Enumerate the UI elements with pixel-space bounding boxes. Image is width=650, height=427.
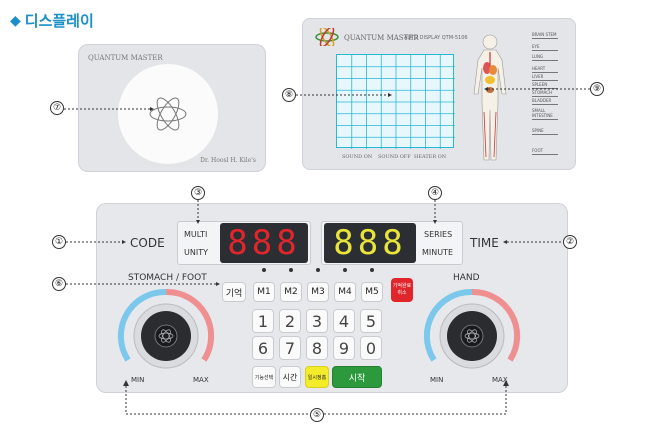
digit-7-button[interactable]: 7 (279, 336, 301, 360)
m4-button[interactable]: M4 (334, 282, 356, 302)
atom-icon (149, 97, 187, 131)
organ-label: LUNG (532, 54, 558, 61)
callout-1-arrow (66, 240, 126, 244)
atom-circle (118, 64, 218, 164)
organ-label: SMALL INTESTINE (532, 108, 558, 120)
hand-dial[interactable] (420, 284, 524, 378)
memory-cancel-line1: 기억완료 (392, 283, 412, 289)
diamond-icon: ◆ (10, 12, 21, 29)
callout-8: ⑧ (282, 88, 296, 102)
heater-on-label: HEATER ON (414, 154, 447, 160)
callout-2: ② (563, 235, 577, 249)
time-led-display: 888 (324, 223, 416, 263)
callout-3: ③ (191, 186, 205, 200)
code-led-digits: 888 (227, 223, 301, 263)
callout-5: ⑤ (310, 408, 324, 422)
digit-9-button[interactable]: 9 (333, 336, 355, 360)
time-label: TIME (470, 236, 499, 250)
m3-button[interactable]: M3 (307, 282, 329, 302)
digit-4-button[interactable]: 4 (333, 309, 355, 333)
memory-button[interactable]: 기억 (222, 282, 246, 302)
series-label: SERIES (424, 230, 453, 239)
start-button[interactable]: 시작 (332, 366, 382, 388)
digit-3-button[interactable]: 3 (306, 309, 328, 333)
organ-label: HEART (532, 66, 558, 73)
callout-6: ⑥ (52, 277, 66, 291)
callout-9: ⑨ (590, 82, 604, 96)
callout-4-arrow (433, 200, 437, 224)
digit-1-button[interactable]: 1 (252, 309, 274, 333)
organ-label: STOMACH (532, 90, 558, 97)
callout-3-arrow (196, 200, 200, 224)
callout-4: ④ (428, 186, 442, 200)
code-label: CODE (130, 236, 165, 250)
m3-indicator (316, 268, 320, 272)
multi-label: MULTI (184, 230, 208, 239)
organ-label: FOOT (532, 148, 558, 155)
callout-8-arrow (296, 93, 392, 97)
memory-screen-footer: Dr. Hoosl H. Kile's (200, 157, 256, 164)
right-max-label: MAX (492, 376, 508, 384)
callout-7: ⑦ (50, 101, 64, 115)
callout-7-arrow (64, 107, 154, 111)
organ-label: SPINE (532, 128, 558, 135)
unity-label: UNITY (184, 248, 208, 257)
digit-6-button[interactable]: 6 (252, 336, 274, 360)
measurement-grid (336, 54, 455, 149)
auto-screen-brand: QUANTUM MASTER (344, 34, 419, 42)
left-min-label: MIN (131, 376, 145, 384)
auto-display-screen: QUANTUM MASTER AUTO DISPLAY QTM-5106 SOU… (302, 18, 576, 170)
time-led-digits: 888 (333, 223, 407, 263)
organ-label: BLADDER (532, 98, 558, 105)
section-title-text: 디스플레이 (24, 12, 94, 30)
memory-screen-brand: QUANTUM MASTER (88, 54, 163, 62)
memory-screen: QUANTUM MASTER Dr. Hoosl H. Kile's (78, 44, 266, 172)
digit-8-button[interactable]: 8 (306, 336, 328, 360)
left-max-label: MAX (193, 376, 209, 384)
digit-0-button[interactable]: 0 (360, 336, 382, 360)
callout-9-arrow (484, 87, 590, 91)
callout-5-bracket (123, 380, 509, 415)
minute-label: MINUTE (422, 248, 454, 257)
pause-button[interactable]: 일시정홈 (305, 366, 329, 388)
m5-button[interactable]: M5 (361, 282, 383, 302)
sound-on-label: SOUND ON (342, 154, 373, 160)
code-led-display: 888 (220, 223, 308, 263)
sound-off-label: SOUND OFF (378, 154, 411, 160)
digit-5-button[interactable]: 5 (360, 309, 382, 333)
memory-cancel-button[interactable]: 기억완료 취소 (391, 278, 413, 302)
atom-logo-icon (315, 28, 339, 46)
digit-2-button[interactable]: 2 (279, 309, 301, 333)
organ-labels: BRAIN STEM EYE LUNG HEART LIVER SPLEEN S… (532, 32, 562, 168)
callout-6-arrow (66, 282, 220, 286)
callout-1: ① (52, 235, 66, 249)
m1-button[interactable]: M1 (253, 282, 275, 302)
m2-indicator (289, 268, 293, 272)
callout-2-arrow (503, 240, 563, 244)
body-figure-icon (473, 34, 507, 161)
m2-button[interactable]: M2 (280, 282, 302, 302)
hand-label: HAND (453, 273, 480, 283)
time-button[interactable]: 시간 (279, 366, 301, 388)
m1-indicator (262, 268, 266, 272)
memory-cancel-line2: 취소 (397, 290, 407, 296)
stomach-foot-dial[interactable] (114, 284, 218, 378)
stomach-foot-label: STOMACH / FOOT (128, 273, 207, 283)
function-select-button[interactable]: 기능선택 (252, 366, 276, 388)
grid-lines (337, 55, 455, 149)
organ-label: BRAIN STEM (532, 32, 558, 39)
organ-label: LIVER (532, 74, 558, 81)
organ-label: EYE (532, 44, 558, 51)
right-min-label: MIN (430, 376, 444, 384)
m4-indicator (343, 268, 347, 272)
auto-screen-subtitle: AUTO DISPLAY QTM-5106 (404, 35, 468, 41)
m5-indicator (370, 268, 374, 272)
section-title: ◆ 디스플레이 (10, 10, 94, 31)
